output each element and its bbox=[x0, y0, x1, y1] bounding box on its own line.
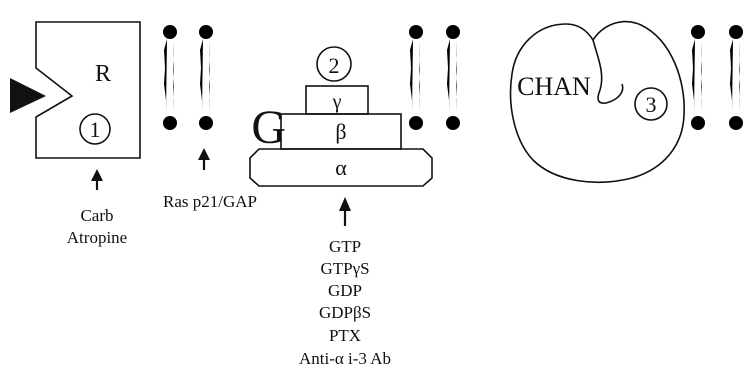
gamma-label: γ bbox=[332, 91, 342, 113]
channel-pore bbox=[592, 39, 624, 104]
site-2-circle bbox=[316, 46, 352, 82]
channel: CHAN 3 bbox=[509, 20, 685, 183]
ligand-wedge bbox=[10, 78, 46, 113]
g-protein-arrow bbox=[339, 197, 351, 226]
site-1-circle bbox=[79, 113, 111, 145]
channel-label: CHAN bbox=[517, 72, 591, 101]
lipid-pair-3 bbox=[691, 25, 743, 130]
site-3-number: 3 bbox=[646, 92, 657, 117]
regulator-gprotein-4: GDPβS bbox=[319, 303, 371, 322]
channel-outline bbox=[509, 20, 685, 183]
receptor: R 1 bbox=[35, 21, 141, 159]
g-protein: G 2 γ β α bbox=[249, 46, 433, 187]
regulator-receptor-1: Carb bbox=[80, 206, 113, 225]
regulator-gprotein-6: Anti-α i-3 Ab bbox=[299, 349, 391, 368]
lipid-arrow bbox=[198, 148, 210, 170]
site-2-number: 2 bbox=[329, 53, 340, 78]
receptor-arrow bbox=[91, 169, 103, 190]
regulator-gprotein-5: PTX bbox=[329, 326, 361, 345]
lipid-pair-1 bbox=[163, 25, 213, 130]
regulator-lipid: Ras p21/GAP bbox=[163, 192, 257, 211]
regulator-gprotein-3: GDP bbox=[328, 281, 362, 300]
alpha-label: α bbox=[335, 155, 347, 180]
regulator-gprotein-1: GTP bbox=[329, 237, 361, 256]
lipid-pair-2 bbox=[409, 25, 460, 130]
regulator-gprotein-2: GTPγS bbox=[320, 259, 369, 278]
beta-label: β bbox=[335, 119, 346, 144]
receptor-label: R bbox=[95, 61, 111, 87]
regulator-receptor-2: Atropine bbox=[67, 228, 127, 247]
site-3-circle bbox=[634, 87, 668, 121]
site-1-number: 1 bbox=[90, 117, 101, 142]
alpha-subunit bbox=[249, 148, 433, 187]
